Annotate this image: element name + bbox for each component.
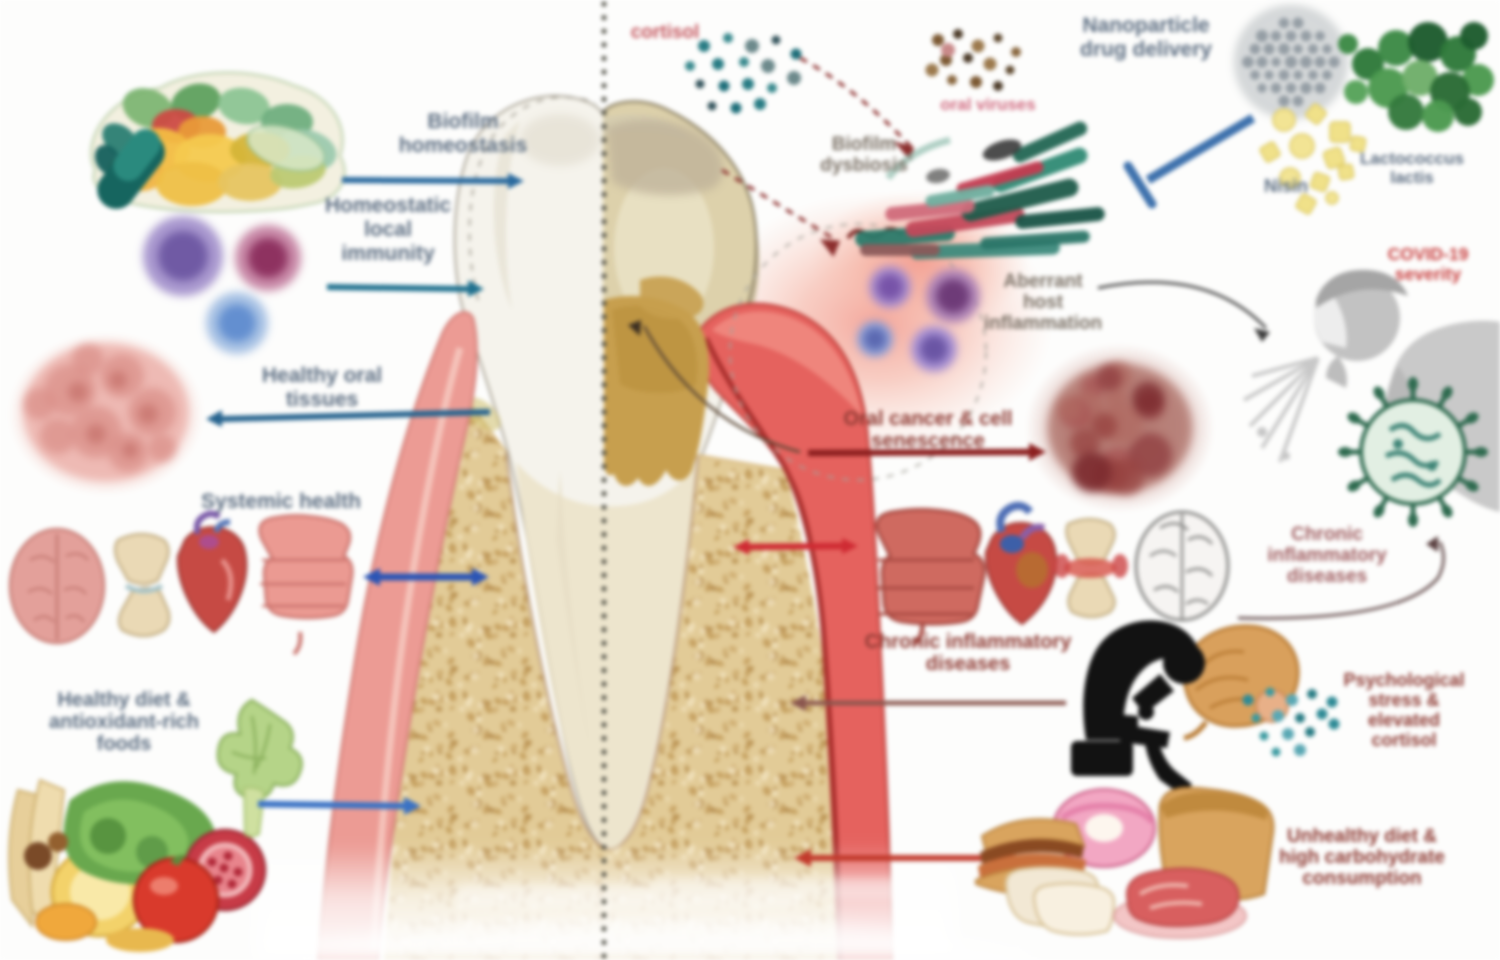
svg-text:Systemic health: Systemic health	[201, 490, 361, 513]
svg-text:Nisin: Nisin	[1264, 176, 1308, 196]
svg-text:cortisol: cortisol	[631, 22, 700, 43]
svg-text:Unhealthy diet &high carbohydr: Unhealthy diet &high carbohydrateconsump…	[1279, 826, 1445, 889]
svg-text:oral viruses: oral viruses	[940, 95, 1035, 114]
